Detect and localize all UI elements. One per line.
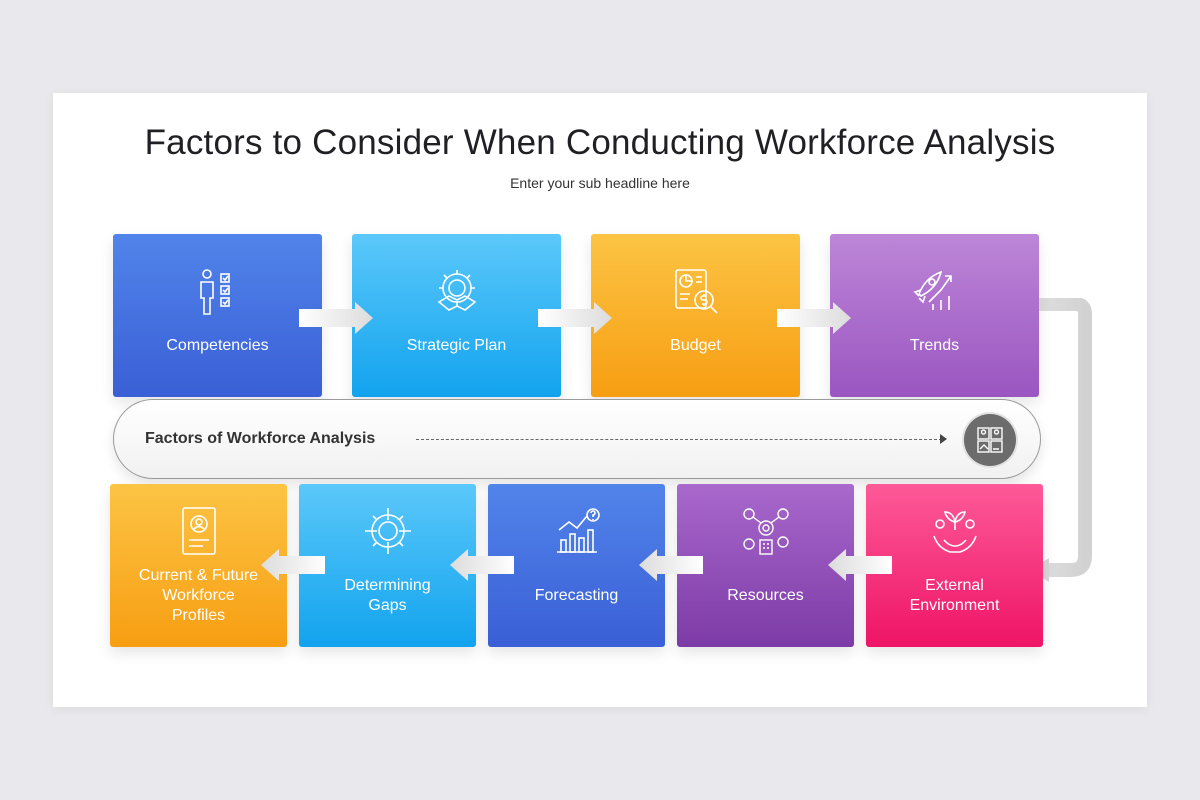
card-forecasting[interactable]: Forecasting <box>488 484 665 647</box>
resources-network-icon <box>742 508 789 555</box>
arrow-right <box>777 302 851 334</box>
arrow-left <box>639 549 703 581</box>
gear-handshake-icon <box>437 270 476 311</box>
card-determining-gaps[interactable]: Determining Gaps <box>299 484 476 647</box>
report-dollar-icon <box>674 269 718 314</box>
card-label: Strategic Plan <box>406 337 507 354</box>
card-label: Budget <box>670 337 721 354</box>
card-competencies[interactable]: Competencies <box>113 234 376 397</box>
person-checklist-icon <box>199 269 230 315</box>
arrow-left <box>828 549 892 581</box>
card-label: Resources <box>727 587 804 604</box>
card-label: Competencies <box>166 337 269 354</box>
page-title: Factors to Consider When Conducting Work… <box>144 123 1056 162</box>
workforce-puzzle-icon <box>964 414 1016 466</box>
card-label: Trends <box>909 337 960 354</box>
center-banner-label: Factors of Workforce Analysis <box>145 430 376 447</box>
arrow-left <box>261 549 325 581</box>
arrow-left <box>450 549 514 581</box>
card-budget[interactable]: Budget <box>591 234 800 397</box>
center-banner: Factors of Workforce Analysis <box>113 399 1041 479</box>
card-strategic-plan[interactable]: Strategic Plan <box>352 234 854 397</box>
card-label: Determining Gaps <box>344 577 431 614</box>
slide: Factors to Consider When Conducting Work… <box>53 93 1147 707</box>
card-label: Forecasting <box>534 587 619 604</box>
arrow-right <box>299 302 373 334</box>
chart-question-icon <box>556 508 600 553</box>
profile-badge-icon <box>181 507 216 555</box>
dashed-arrowhead <box>940 434 947 444</box>
sub-headline: Enter your sub headline here <box>510 175 690 191</box>
target-icon <box>364 508 411 554</box>
rocket-growth-icon <box>913 270 952 310</box>
dashed-line <box>416 439 942 440</box>
hands-plant-icon <box>932 511 977 553</box>
arrow-right <box>538 302 612 334</box>
card-label: Current & Future Workforce Profiles <box>138 567 259 624</box>
card-label: External Environment <box>909 577 1000 614</box>
card-trends[interactable]: Trends <box>830 234 1039 397</box>
card-current-future-workforce-profiles[interactable]: Current & Future Workforce Profiles <box>110 484 287 647</box>
card-resources[interactable]: Resources <box>677 484 854 647</box>
card-external-environment[interactable]: External Environment <box>866 484 1043 647</box>
